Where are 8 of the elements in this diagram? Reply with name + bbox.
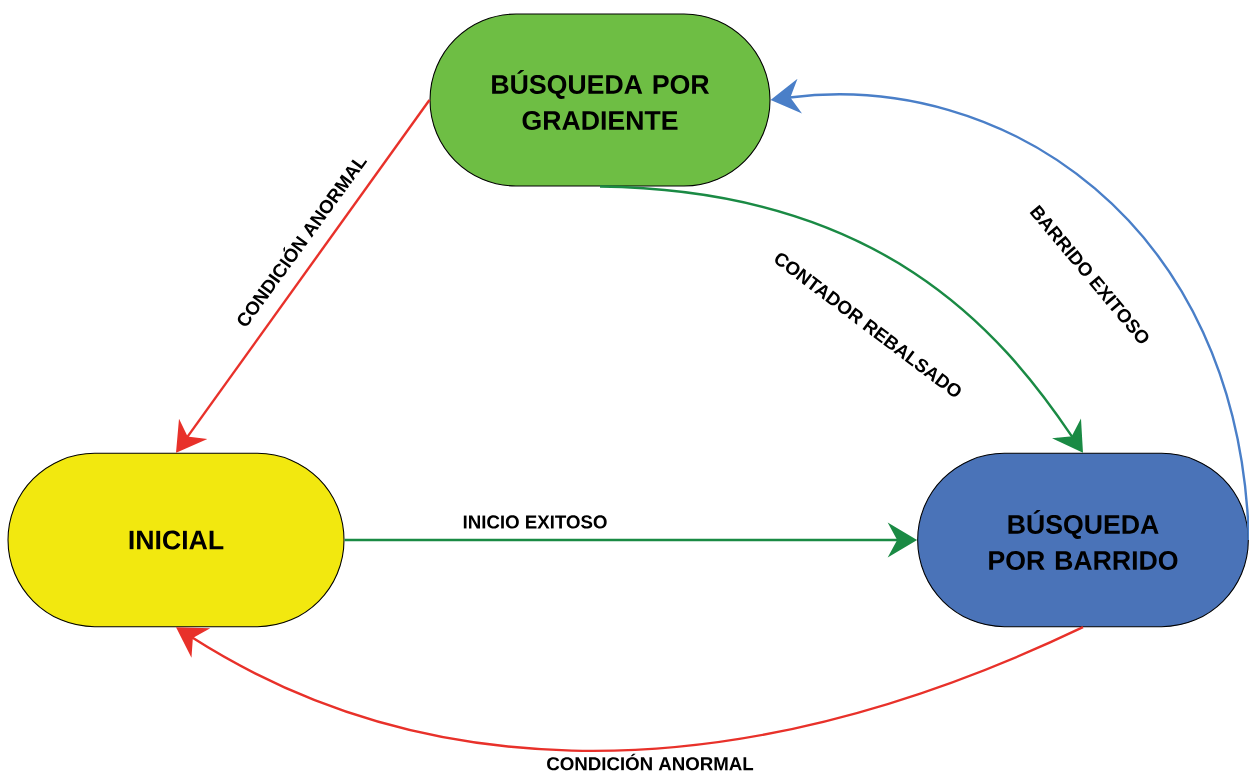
state-box: BÚSQUEDA POR GRADIENTE — [429, 13, 771, 187]
arrow — [176, 626, 1084, 752]
state-box: BÚSQUEDA POR BARRIDO — [917, 452, 1249, 628]
arrow — [176, 99, 431, 453]
arrow — [599, 185, 1083, 453]
state-box: INICIAL — [7, 452, 345, 628]
edge-label: CONDICIÓN ANORMAL — [545, 752, 756, 772]
edge-label: INICIO EXITOSO — [461, 514, 609, 530]
